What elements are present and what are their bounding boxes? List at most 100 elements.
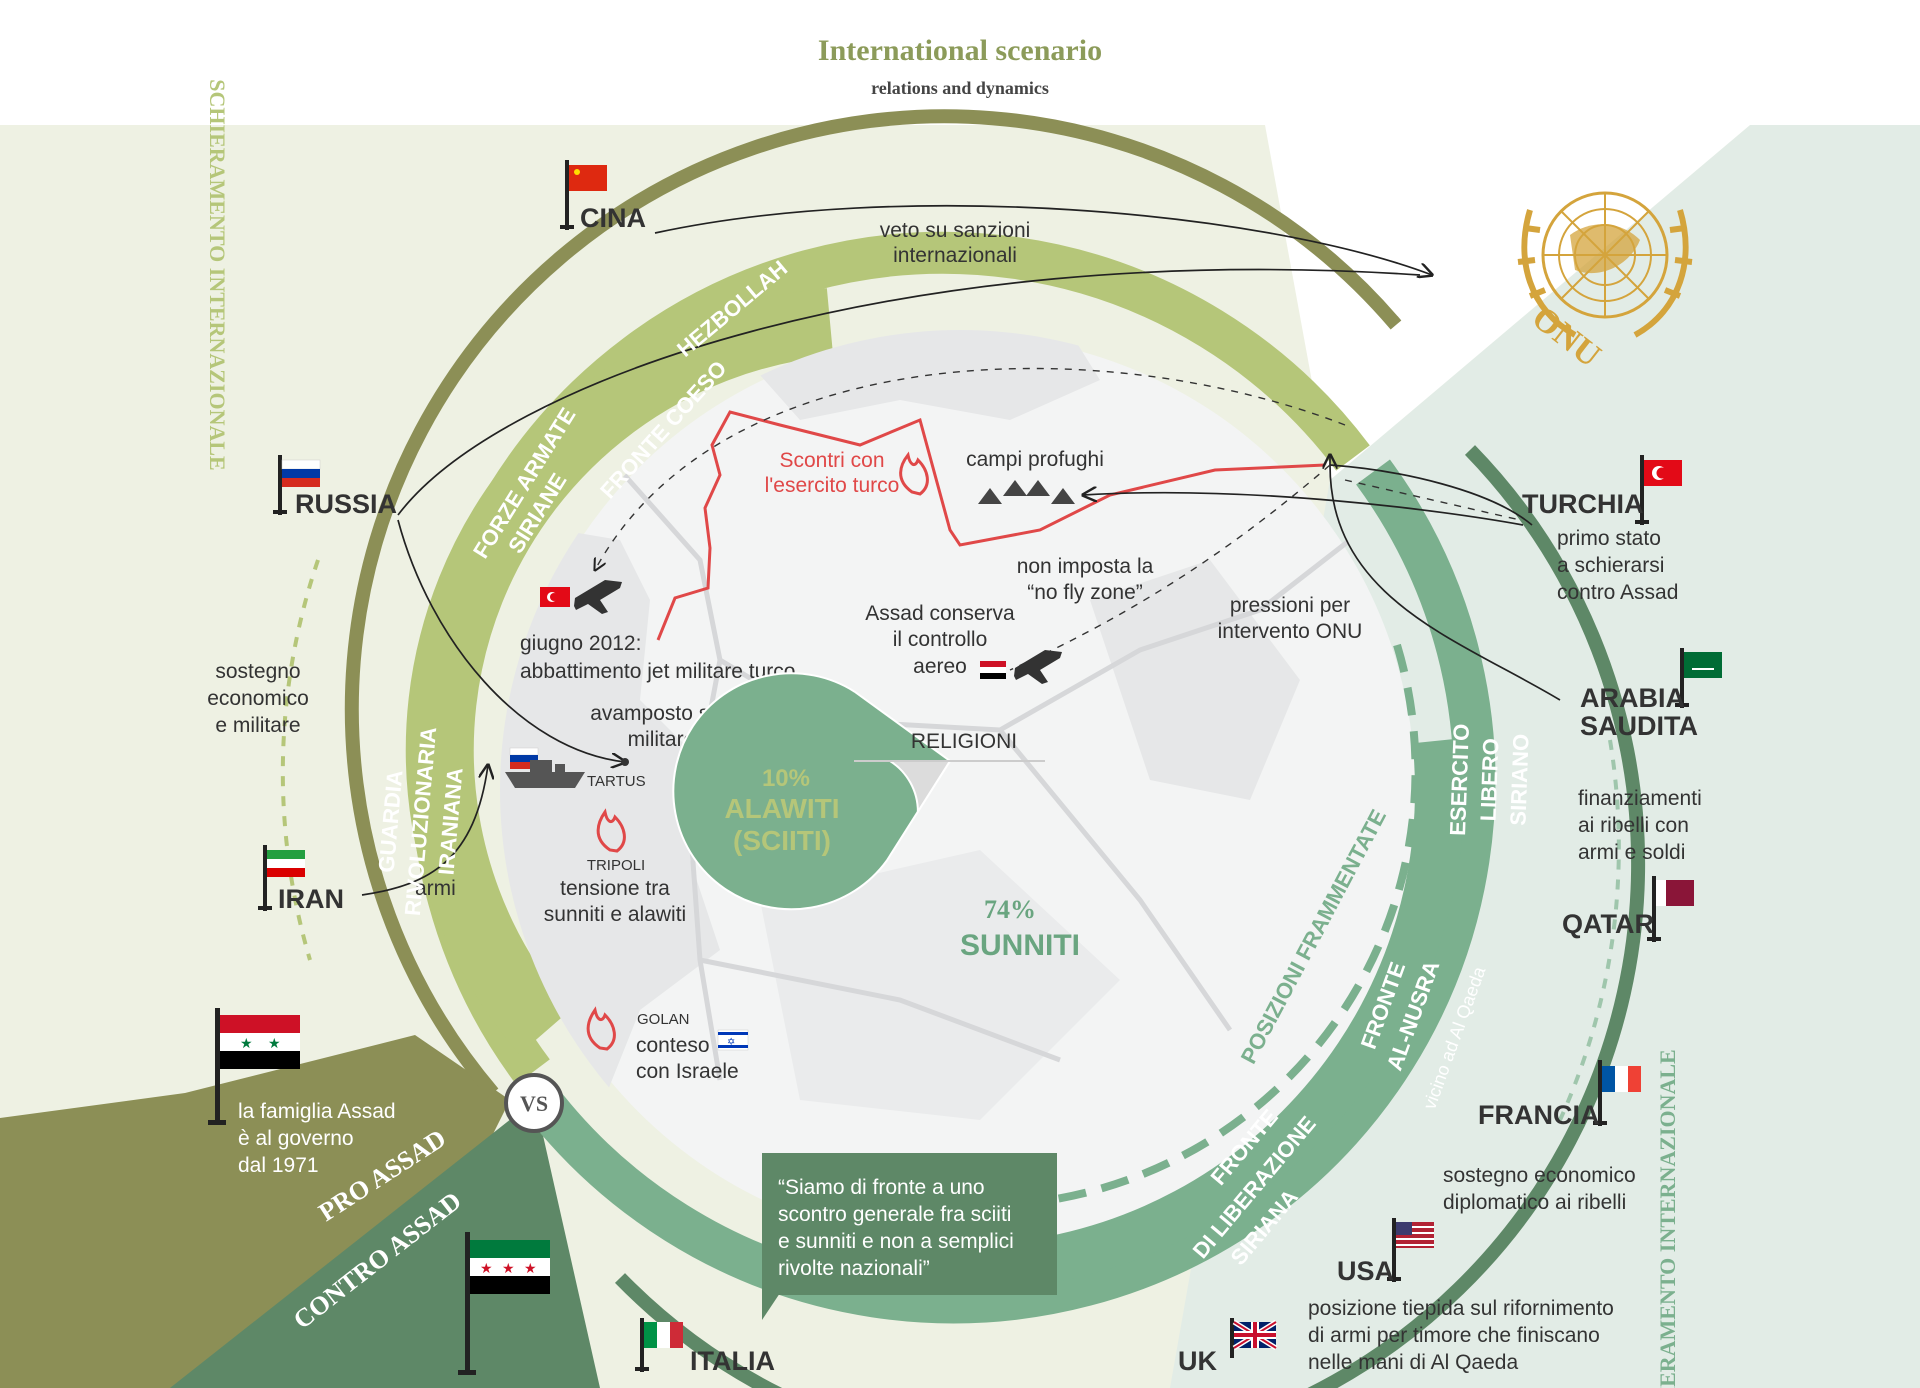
jet-icon [1014,650,1062,684]
left-vertical-label: SCHIERAMENTO INTERNAZIONALE [205,79,230,470]
note-francia-1: sostegno economico [1443,1164,1636,1187]
map-assad-2: il controllo [893,628,988,651]
note-turchia-2: a schierarsi [1557,554,1664,577]
right-vertical-label: SCHIERAMENTO INTERNAZIONALE [1655,1049,1680,1388]
page-subtitle: relations and dynamics [871,78,1049,98]
jet-turco-icon [574,580,622,614]
assad-family-3: dal 1971 [238,1154,319,1177]
flag-turchia-small-icon [540,587,570,607]
inner-contro-band [1022,738,1465,1286]
flag-israele-icon: ✡ [717,1029,749,1051]
posizioni-dashed-arc [1049,643,1420,1204]
pro-dashed-arc [280,559,320,961]
flag-turchia-icon [1635,455,1682,525]
religion-title: RELIGIONI [911,730,1017,753]
label-italia: ITALIA [690,1346,775,1376]
note-francia-2: diplomatico ai ribelli [1443,1191,1626,1214]
map-campi: campi profughi [966,448,1104,471]
map-conteso-2: con Israele [636,1060,739,1083]
flag-russia-small-icon [509,747,539,769]
alawiti-pct: 10% [762,765,810,792]
religion-chart [672,672,1045,911]
pie-slice-sunniti [672,672,952,911]
quote-line-3: e sunniti e non a semplici [778,1230,1014,1253]
note-turchia-3: contro Assad [1557,581,1678,604]
note-veto-1: veto su sanzioni [880,219,1031,242]
map-nofly-2: “no fly zone” [1027,581,1143,604]
svg-text:★: ★ [480,1260,493,1276]
map-tensione-1: tensione tra [560,877,670,900]
flag-siria-icon: ★★ [208,1008,300,1125]
note-sostegno-3: e militare [215,714,300,737]
note-usa-3: nelle mani di Al Qaeda [1308,1351,1518,1374]
ship-icon [505,760,585,788]
svg-text:★: ★ [524,1260,537,1276]
note-armi: armi [415,877,456,900]
map-conteso-1: conteso [636,1034,710,1057]
note-finanziamenti-1: finanziamenti [1578,787,1702,810]
label-turchia: TURCHIA [1522,489,1644,519]
fire-icon [899,451,929,496]
assad-family-2: è al governo [238,1127,354,1150]
quote-line-2: scontro generale fra sciiti [778,1203,1011,1226]
alawiti-label-2: (SCIITI) [733,825,831,856]
map-giugno-2: abbattimento jet militare turco [520,660,795,683]
flag-siria-small-icon [980,661,1006,679]
note-pressioni-2: intervento ONU [1218,620,1363,643]
note-finanziamenti-2: ai ribelli con [1578,814,1689,837]
tent-icon [978,480,1075,504]
note-sostegno-1: sostegno [215,660,300,683]
note-turchia-1: primo stato [1557,527,1661,550]
flag-arabia-icon [1675,648,1722,708]
quote-line-1: “Siamo di fronte a uno [778,1176,985,1199]
contro-assad-wedge [170,1100,600,1388]
flag-usa-icon [1387,1218,1434,1282]
sunniti-label: SUNNITI [960,929,1080,962]
flag-cina-icon [560,160,607,230]
map-scontri-2: l'esercito turco [765,474,900,497]
note-sostegno-2: economico [207,687,309,710]
map-assad-3: aereo [913,655,967,678]
flag-qatar-icon [1647,876,1694,942]
map-nofly-1: non imposta la [1017,555,1154,578]
quote-line-4: rivolte nazionali” [778,1257,930,1280]
flag-russia-icon [273,455,321,515]
label-russia: RUSSIA [295,489,397,519]
map-disc [505,335,1415,1245]
contro-band [516,459,1496,1324]
flag-ribelli-icon: ★★★ [458,1232,550,1375]
label-arabia-2: SAUDITA [1580,711,1698,741]
no-fly-dash [1009,464,1331,671]
cina-onu-arrow [654,204,1432,275]
note-finanziamenti-3: armi e soldi [1578,841,1685,864]
vs-label: VS [520,1091,548,1116]
tartus-dot [621,758,629,766]
map-scontri-1: Scontri con [779,449,884,472]
contro-outer-ring [614,445,1646,1388]
flag-francia-icon [1593,1060,1641,1126]
band-esercito-2: LIBERO [1476,738,1504,822]
label-qatar: QATAR [1562,909,1654,939]
sunniti-pct: 74% [984,895,1036,924]
note-usa-2: di armi per timore che finiscano [1308,1324,1600,1347]
alawiti-label-1: ALAWITI [724,793,839,824]
page-title: International scenario [817,34,1103,67]
note-veto-2: internazionali [893,244,1017,267]
label-francia: FRANCIA [1478,1100,1600,1130]
label-uk: UK [1178,1346,1217,1376]
onu-turchia-dash [1344,479,1521,521]
pie-slice-other [886,760,952,816]
label-iran: IRAN [278,884,344,914]
label-cina: CINA [580,203,646,233]
pro-outer-ring [344,109,1402,1098]
onu-panel [1265,125,1750,480]
svg-text:✡: ✡ [727,1037,735,1048]
turkey-border [656,410,1326,641]
map-tensione-2: sunniti e alawiti [544,903,686,926]
flag-uk-icon [1230,1318,1278,1358]
flag-iran-icon [258,845,305,911]
map-assad-1: Assad conserva [865,602,1015,625]
fire-golan-icon [586,1006,616,1051]
label-arabia-1: ARABIA [1580,683,1685,713]
